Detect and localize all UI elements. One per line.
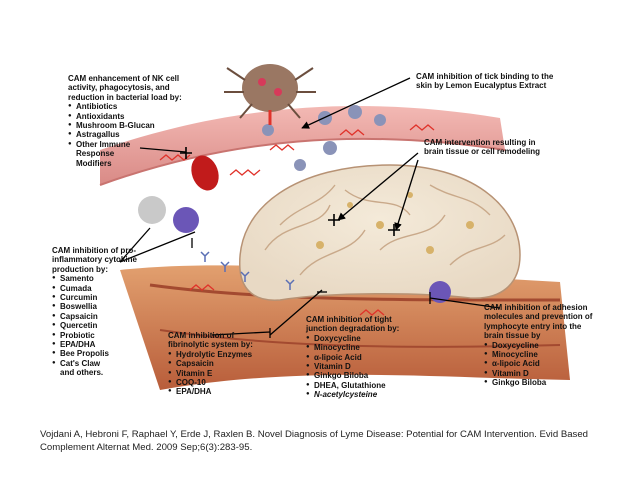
list-item: Modifiers [76, 158, 112, 168]
list-item: Vitamin D [484, 369, 594, 379]
list-item: Astragallus [68, 130, 190, 140]
list-item: Quercetin [52, 321, 164, 331]
list-item: Cumada [52, 284, 164, 294]
brain [239, 164, 521, 301]
white-blood-cell [138, 196, 166, 224]
callout-tight-junction: CAM inhibition of tight junction degrada… [306, 315, 424, 400]
callout-adhesion-molecules: CAM inhibition of adhesion molecules and… [484, 303, 594, 388]
neurons [316, 192, 474, 254]
tick [224, 64, 316, 125]
callout-adhesion-list: Doxycycline Minocycline α-lipoic Acid Vi… [484, 341, 594, 388]
red-blood-cell [191, 155, 219, 191]
cytokines [200, 251, 295, 290]
list-item: Ginkgo Biloba [306, 371, 424, 381]
callout-cytokine-list: Samento Cumada Curcumin Boswellia Capsai… [52, 274, 164, 377]
list-item: Boswellia [52, 302, 164, 312]
callout-nk-cell-activity: CAM enhancement of NK cell activity, pha… [68, 74, 190, 168]
list-item: Capsaicin [52, 312, 164, 322]
list-item: COQ-10 [168, 378, 274, 388]
list-item: Probiotic [52, 331, 164, 341]
list-item: Minocycline [306, 343, 424, 353]
list-item: Curcumin [52, 293, 164, 303]
callout-cytokine-heading: CAM inhibition of pro-inflammatory cytok… [52, 246, 137, 274]
callout-nk-list: Antibiotics Antioxidants Mushroom B-Gluc… [68, 102, 190, 168]
list-item: Minocycline [484, 350, 594, 360]
brain-folds [264, 184, 506, 276]
list-item: Vitamin D [306, 362, 424, 372]
citation-text: Vojdani A, Hebroni F, Raphael Y, Erde J,… [40, 429, 589, 453]
callout-tick-heading: CAM inhibition of tick binding to the sk… [416, 72, 554, 91]
callout-brain-remodeling: CAM intervention resulting in brain tiss… [424, 138, 542, 157]
callout-fibrinolytic-heading: CAM inhibition of fibrinolytic system by… [168, 331, 253, 350]
callout-brain-heading: CAM intervention resulting in brain tiss… [424, 138, 541, 157]
callout-fibrinolytic-list: Hydrolytic Enzymes Capsaicin Vitamin E C… [168, 350, 274, 397]
vessel-wall [149, 283, 561, 302]
list-item: Mushroom B-Glucan [68, 121, 190, 131]
list-item: Vitamin E [168, 369, 274, 379]
list-item: α-lipoic Acid [306, 353, 424, 363]
callout-cytokine-production: CAM inhibition of pro-inflammatory cytok… [52, 246, 164, 378]
list-item: and others. [60, 368, 104, 378]
list-item: Capsaicin [168, 359, 274, 369]
list-item: DHEA, Glutathione [306, 381, 424, 391]
callout-tight-list: Doxycycline Minocycline α-lipoic Acid Vi… [306, 334, 424, 400]
callout-adhesion-heading: CAM inhibition of adhesion molecules and… [484, 303, 593, 341]
list-item: Doxycycline [306, 334, 424, 344]
list-item: Other Immune [68, 140, 190, 150]
skin-layer [100, 106, 505, 185]
list-item: Bee Propolis [52, 349, 164, 359]
list-item: α-lipoic Acid [484, 359, 594, 369]
list-item: Doxycycline [484, 341, 594, 351]
leader-lines [119, 77, 501, 338]
spirochetes [159, 124, 435, 316]
list-item: Ginkgo Biloba [484, 378, 594, 388]
callout-fibrinolytic-system: CAM inhibition of fibrinolytic system by… [168, 331, 274, 397]
list-item: N-acetylcysteine [306, 390, 424, 400]
lymphocyte-vessel [429, 281, 451, 303]
list-item: EPA/DHA [52, 340, 164, 350]
lymphocyte [173, 207, 199, 233]
list-item: Antioxidants [68, 112, 190, 122]
callout-tight-heading: CAM inhibition of tight junction degrada… [306, 315, 400, 334]
list-item: Hydrolytic Enzymes [168, 350, 274, 360]
list-item: Response [76, 149, 115, 159]
callout-nk-heading: CAM enhancement of NK cell activity, pha… [68, 74, 182, 102]
list-item: Samento [52, 274, 164, 284]
callout-tick-binding: CAM inhibition of tick binding to the sk… [416, 72, 556, 91]
list-item: Antibiotics [68, 102, 190, 112]
list-item: Cat's Claw [52, 359, 164, 369]
list-item: EPA/DHA [168, 387, 274, 397]
skin-edge [99, 137, 506, 186]
